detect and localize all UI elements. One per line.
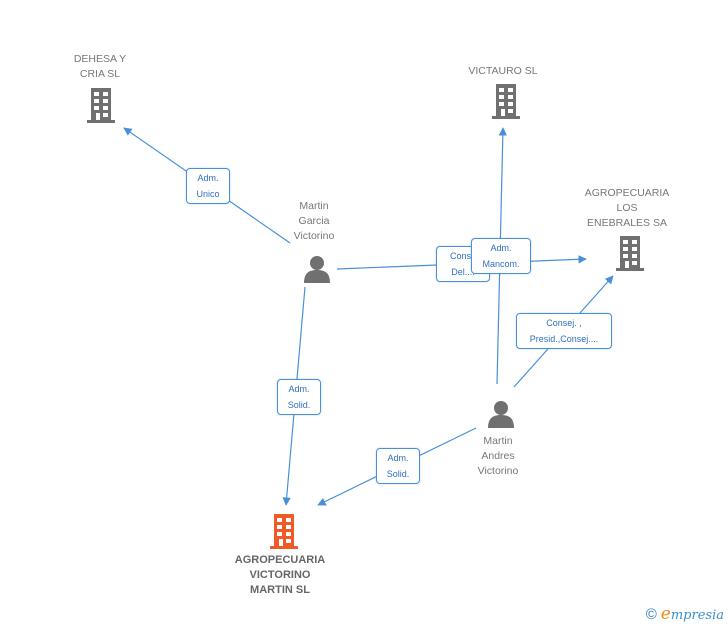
brand-initial: e [660,604,671,624]
copyright-icon: © [645,606,657,623]
node-label-dehesa[interactable]: DEHESA Y CRIA SL [73,53,127,80]
node-label-victauro[interactable]: VICTAURO SL [468,65,538,77]
node-label-martin-andres-victorino[interactable]: Martin Andres Victorino [477,435,519,477]
edge-label-consej-presid[interactable]: Consej. , Presid.,Consej.... [516,313,612,349]
empresia-logo[interactable]: ©empresia [646,604,724,624]
building-icon[interactable] [614,236,646,277]
node-label-agropecuaria-victorino-martin[interactable]: AGROPECUARIA VICTORINO MARTIN SL [234,554,326,596]
node-label-enebrales[interactable]: AGROPECUARIA LOS ENEBRALES SA [584,187,670,229]
edge-label-adm-unico[interactable]: Adm. Unico [186,168,230,204]
person-icon[interactable] [487,399,515,434]
building-icon[interactable] [490,84,522,125]
edge-label-adm-mancom[interactable]: Adm. Mancom. [471,238,531,274]
edge-label-adm-solid-2[interactable]: Adm. Solid. [376,448,420,484]
edge-label-adm-solid-1[interactable]: Adm. Solid. [277,379,321,415]
person-icon[interactable] [303,254,331,289]
building-icon-main[interactable] [268,514,300,555]
brand-name: mpresia [670,608,724,623]
building-icon[interactable] [85,88,117,129]
node-label-martin-garcia-victorino[interactable]: Martin Garcia Victorino [293,200,335,242]
